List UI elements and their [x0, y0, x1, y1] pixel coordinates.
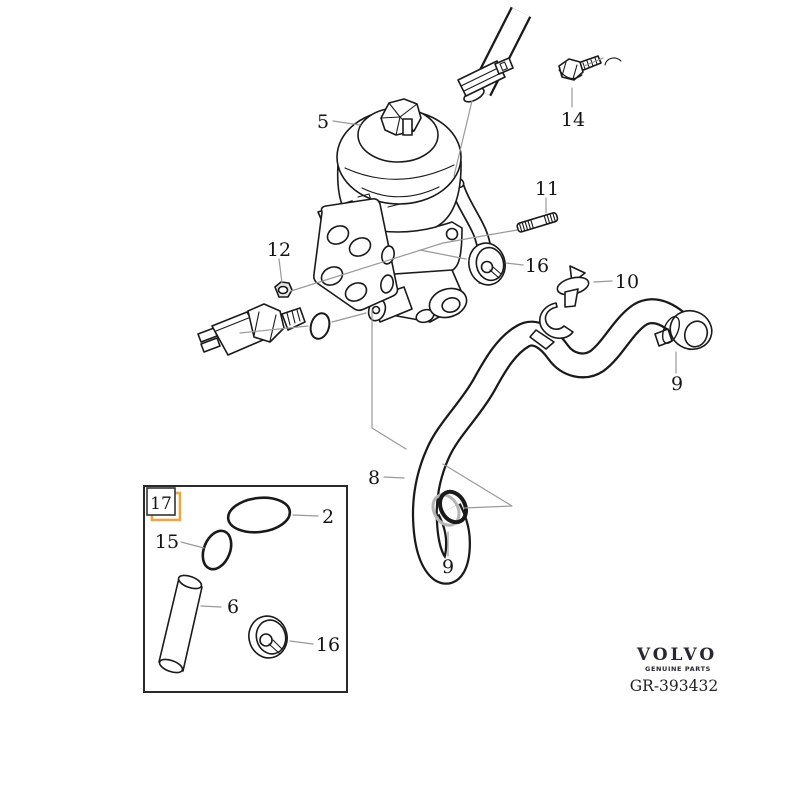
snap-ring-arc [604, 57, 622, 66]
callout-15[interactable]: 15 [155, 531, 179, 553]
callout-12[interactable]: 12 [267, 239, 291, 261]
bolt-head-facets [558, 61, 583, 80]
inset-label-box[interactable] [146, 487, 176, 516]
plug-part16-inset [248, 615, 288, 659]
sensor-oring [309, 312, 331, 340]
tube-bottom-end [158, 658, 184, 674]
nut-part12 [274, 281, 293, 298]
hose-part8 [411, 298, 713, 585]
cap-seam-lower [361, 186, 440, 198]
cap-notch-marks [357, 193, 401, 208]
leader-10 [593, 280, 613, 283]
clamp-screw-slot [499, 61, 509, 72]
pointer-hose-connector [442, 463, 513, 509]
volvo-logo: VOLVO [636, 645, 717, 665]
stud-part11 [516, 212, 559, 233]
leader-16-inset [289, 640, 314, 645]
callout-14[interactable]: 14 [561, 109, 585, 131]
hose-stub-with-clamp [457, 6, 532, 103]
leader-lines [180, 57, 677, 645]
leader-16-main [505, 262, 524, 266]
oil-pressure-sensor [197, 303, 331, 356]
sensor-body-line [215, 316, 252, 332]
tube-part6 [158, 574, 203, 674]
plate-hole-2 [348, 237, 372, 257]
sensor-prong-2 [200, 337, 221, 353]
sensor-thread-lines [286, 309, 301, 326]
clamp-band-lines [460, 66, 504, 92]
connector-bottom-ring [438, 489, 468, 525]
inset-box: 17 [143, 485, 348, 693]
cooler-plate [313, 198, 399, 312]
plug-inset-slot [268, 639, 283, 654]
leader-6 [200, 605, 222, 608]
clamp-screw-housing [494, 57, 514, 75]
callout-5[interactable]: 5 [317, 111, 329, 133]
plate-side-hole-2 [380, 274, 394, 294]
oring-part15 [201, 529, 233, 571]
callout-16-main[interactable]: 16 [525, 255, 549, 277]
stud-threads [518, 212, 556, 233]
footer: VOLVO GENUINE PARTS GR-393432 [630, 645, 718, 695]
plug-inset-center [259, 633, 273, 647]
plate-hole-1 [326, 225, 350, 245]
connector-bottom-shadow [431, 493, 461, 527]
cap-hex-spokes [380, 102, 418, 136]
inset-frame-label[interactable]: 17 [150, 494, 172, 514]
callout-6[interactable]: 6 [227, 596, 239, 618]
hose-body [414, 300, 697, 583]
filter-cap-part5 [336, 98, 462, 233]
leader-2 [292, 514, 319, 517]
clip-stem [564, 288, 579, 308]
pointer-housing-to-hose [371, 309, 407, 450]
axis-12-to-stud [290, 229, 518, 292]
genuine-parts-tagline: GENUINE PARTS [645, 665, 711, 673]
connector-right-bore [683, 320, 709, 348]
callout-9-bottom[interactable]: 9 [442, 556, 454, 578]
callout-11[interactable]: 11 [535, 178, 559, 200]
tube-top-opening [177, 574, 203, 590]
callout-9-right[interactable]: 9 [671, 373, 683, 395]
plate-hole-4 [344, 282, 368, 302]
leader-8 [383, 476, 405, 479]
leader-5 [332, 120, 361, 126]
cap-seam-upper [344, 164, 455, 180]
leader-14-arc [583, 57, 604, 67]
bolt-part14 [558, 55, 622, 81]
callout-2[interactable]: 2 [322, 506, 334, 528]
leader-12 [278, 258, 283, 284]
cap-tab [402, 118, 413, 136]
callout-8[interactable]: 8 [368, 467, 380, 489]
hose-bead-right [661, 316, 681, 344]
nut-face [277, 285, 289, 295]
plug-part16-main [468, 242, 506, 286]
sensor-hex [247, 303, 285, 343]
housing-boss-right [445, 227, 459, 241]
leader-15 [180, 541, 205, 549]
clip-c-clamp [539, 302, 574, 340]
sensor-boss-bore [371, 305, 381, 315]
callout-10[interactable]: 10 [615, 271, 639, 293]
axis-sensor-right [331, 312, 367, 323]
oring-part2 [226, 496, 292, 534]
callout-16-inset[interactable]: 16 [316, 634, 340, 656]
axis-sensor-left [239, 325, 309, 334]
callout-labels: 5 14 11 12 16 10 9 8 9 2 15 6 16 [155, 109, 683, 656]
axis-16 [419, 249, 467, 260]
leader-clamp-to-elbow [453, 100, 473, 177]
port-right-bore [441, 296, 461, 314]
clip-foot [529, 329, 555, 350]
cap-hex-knob [380, 98, 422, 136]
drawing-number: GR-393432 [630, 677, 718, 695]
clip-part10 [529, 265, 590, 350]
plug-slot [489, 266, 502, 279]
